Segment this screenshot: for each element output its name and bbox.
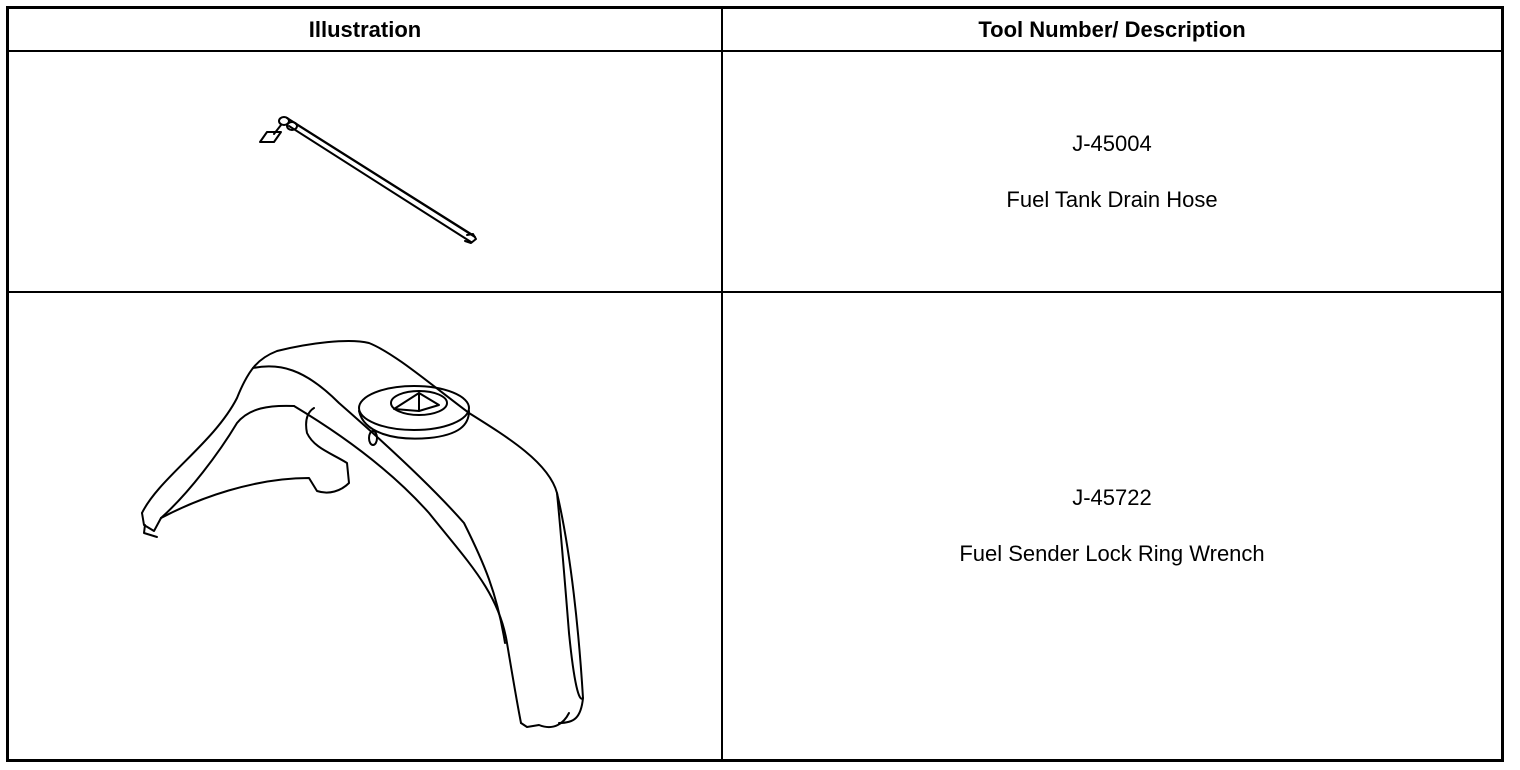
tool-number: J-45004 [1072,130,1152,156]
tool-description: Fuel Sender Lock Ring Wrench [959,541,1265,566]
table-row-description: J-45004 Fuel Tank Drain Hose [723,52,1501,291]
tool-number: J-45722 [1072,485,1152,510]
lock-ring-wrench-icon [141,340,584,729]
row-divider [9,291,1501,293]
column-divider [721,9,723,759]
tool-table: Illustration Tool Number/ Description J-… [6,6,1504,762]
tool-description: Fuel Tank Drain Hose [1006,186,1218,212]
table-row-illustration [9,293,721,759]
drain-hose-icon [259,116,477,244]
table-row-description: J-45722 Fuel Sender Lock Ring Wrench [723,293,1501,759]
header-illustration: Illustration [308,16,422,42]
header-divider [9,50,1501,52]
header-tool-description: Tool Number/ Description [978,16,1246,42]
table-row-illustration [9,52,721,291]
